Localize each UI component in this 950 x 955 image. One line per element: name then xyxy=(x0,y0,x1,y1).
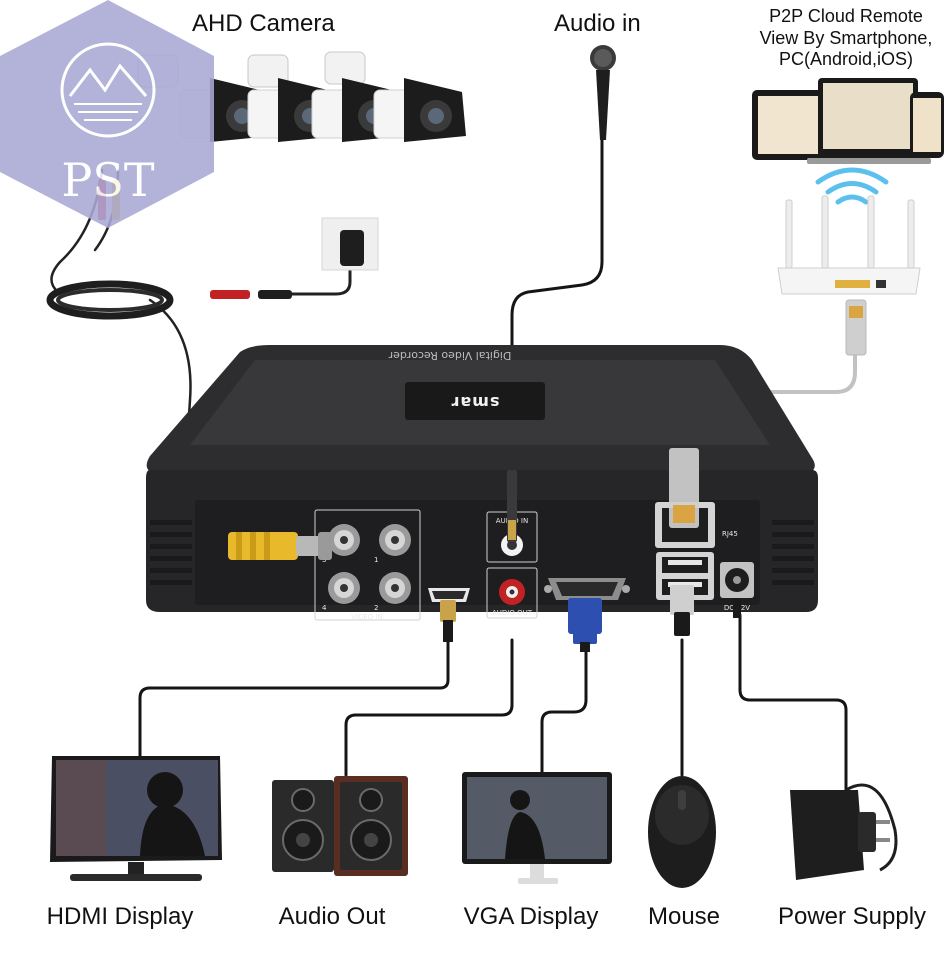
audio-in-jack-tip xyxy=(508,520,516,540)
bullet-camera xyxy=(373,78,466,142)
power-adapter xyxy=(790,783,898,880)
power-supply-label: Power Supply xyxy=(777,903,927,930)
vga-monitor xyxy=(462,772,612,884)
hdmi-display-label: HDMI Display xyxy=(46,903,194,930)
ch-label-2: 2 xyxy=(374,604,378,612)
usb-port[interactable] xyxy=(656,552,714,636)
microphone xyxy=(590,45,616,140)
vga-display-label: VGA Display xyxy=(463,903,599,930)
rj45-port[interactable]: RJ45 xyxy=(655,448,738,548)
p2p-line-1: P2P Cloud Remote xyxy=(769,6,923,26)
audio-in-cable xyxy=(510,138,604,512)
mouse-device xyxy=(648,776,716,888)
audio-out-label: AUDIO OUT xyxy=(492,609,533,617)
dvr-brand-plate xyxy=(405,382,545,420)
hdmi-monitor xyxy=(50,756,222,881)
router xyxy=(777,195,921,356)
ch-label-4: 4 xyxy=(322,604,327,612)
bnc-port[interactable] xyxy=(328,524,360,556)
video-in-label: VIDEO IN xyxy=(351,613,383,621)
hdmi-cable xyxy=(138,638,450,762)
bnc-port[interactable] xyxy=(328,572,360,604)
dvr-recorder: smar Digital Video Recorder 3 1 4 2 VIDE… xyxy=(146,345,818,652)
remote-devices xyxy=(752,78,944,164)
watermark-text: PST xyxy=(61,153,154,207)
audio-in-label-text: Audio in xyxy=(554,10,641,37)
dvr-vents-right xyxy=(772,520,814,585)
power-cable xyxy=(738,613,848,792)
vga-port[interactable] xyxy=(544,578,630,652)
dvr-brand: smar xyxy=(451,393,500,412)
dc-power-port[interactable]: DC 12V xyxy=(720,562,754,618)
ahd-camera-label: AHD Camera xyxy=(192,10,335,37)
ch-label-1: 1 xyxy=(374,556,378,564)
camera-power-cable xyxy=(288,260,352,296)
mouse-label: Mouse xyxy=(647,903,721,930)
pst-watermark: PST xyxy=(0,0,214,228)
vga-cable xyxy=(540,646,588,774)
audio-out-port[interactable]: AUDIO OUT xyxy=(486,567,538,619)
audio-out-cable xyxy=(344,638,514,777)
dvr-top-text: Digital Video Recorder xyxy=(388,349,511,362)
speakers xyxy=(272,776,408,876)
camera-power-adapter xyxy=(321,217,379,271)
rj45-label: RJ45 xyxy=(722,530,738,538)
wifi-signal-icon xyxy=(815,167,889,205)
audio-out-label-text: Audio Out xyxy=(278,903,386,930)
p2p-line-3: PC(Android,iOS) xyxy=(778,49,914,69)
bnc-port[interactable] xyxy=(379,572,411,604)
p2p-line-2: View By Smartphone, xyxy=(759,28,933,48)
bnc-port[interactable] xyxy=(379,524,411,556)
hdmi-port[interactable] xyxy=(428,588,470,642)
mountain-circle-logo xyxy=(60,42,156,138)
bnc-connector xyxy=(228,532,332,560)
dvr-vents-left xyxy=(150,520,192,585)
